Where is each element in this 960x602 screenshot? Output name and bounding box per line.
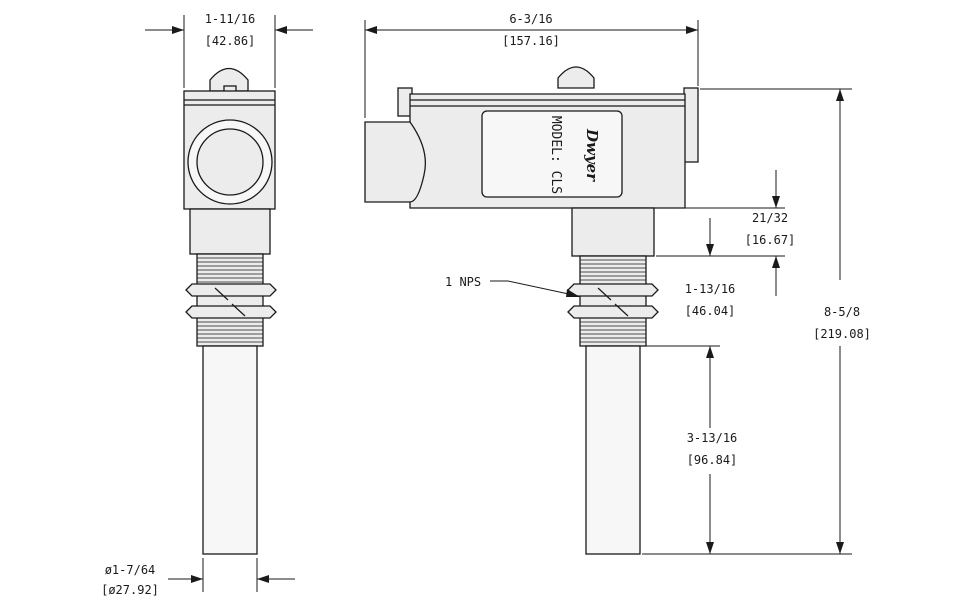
front-neck bbox=[571, 207, 655, 257]
neck-imperial: 21/32 bbox=[752, 211, 788, 225]
stem-metric: [96.84] bbox=[687, 453, 738, 467]
dwyer-logo: Dwyer bbox=[583, 128, 601, 182]
thread-callout: 1 NPS bbox=[445, 275, 481, 289]
arrow bbox=[172, 26, 184, 34]
thread-imperial: 1-13/16 bbox=[685, 282, 736, 296]
front-hinge-right bbox=[683, 87, 699, 163]
side-nut-upper bbox=[185, 283, 277, 297]
side-view: 1-11/16 [42.86] ø1-7/64 [ø27.92] bbox=[101, 12, 313, 597]
arrow bbox=[706, 244, 714, 256]
front-thread-lines bbox=[580, 259, 646, 343]
front-label-plate bbox=[481, 110, 623, 198]
arrow bbox=[706, 346, 714, 358]
arrow bbox=[191, 575, 203, 583]
arrow bbox=[772, 256, 780, 268]
overall-height-metric: [219.08] bbox=[813, 327, 871, 341]
side-width-imperial: 1-11/16 bbox=[205, 12, 256, 26]
front-width-imperial: 6-3/16 bbox=[509, 12, 552, 26]
overall-height-imperial: 8-5/8 bbox=[824, 305, 860, 319]
side-thread-lines bbox=[197, 257, 263, 343]
side-stem-metric: [ø27.92] bbox=[101, 583, 159, 597]
front-top-knob bbox=[557, 66, 595, 89]
neck-metric: [16.67] bbox=[745, 233, 796, 247]
side-port-inner bbox=[196, 128, 264, 196]
arrow bbox=[706, 542, 714, 554]
thread-metric: [46.04] bbox=[685, 304, 736, 318]
side-stem-imperial: ø1-7/64 bbox=[105, 563, 156, 577]
side-top-knob bbox=[209, 67, 249, 92]
arrow bbox=[275, 26, 287, 34]
arrow bbox=[772, 196, 780, 208]
arrow bbox=[836, 89, 844, 101]
arrow bbox=[686, 26, 698, 34]
side-width-metric: [42.86] bbox=[205, 34, 256, 48]
front-width-metric: [157.16] bbox=[502, 34, 560, 48]
side-neck bbox=[189, 208, 271, 255]
front-nut-upper bbox=[567, 283, 659, 297]
front-thread bbox=[579, 255, 647, 347]
front-view: MODEL: CLS Dwyer 1 NPS bbox=[364, 12, 871, 555]
side-nut-lower bbox=[185, 305, 277, 319]
arrow bbox=[836, 542, 844, 554]
arrow bbox=[566, 289, 580, 297]
side-thread bbox=[196, 253, 264, 347]
arrow bbox=[257, 575, 269, 583]
stem-imperial: 3-13/16 bbox=[687, 431, 738, 445]
front-conduit-box bbox=[364, 121, 427, 203]
side-stem bbox=[202, 345, 258, 555]
front-nut-lower bbox=[567, 305, 659, 319]
model-label: MODEL: CLS bbox=[548, 116, 563, 194]
arrow bbox=[365, 26, 377, 34]
front-stem bbox=[585, 345, 641, 555]
